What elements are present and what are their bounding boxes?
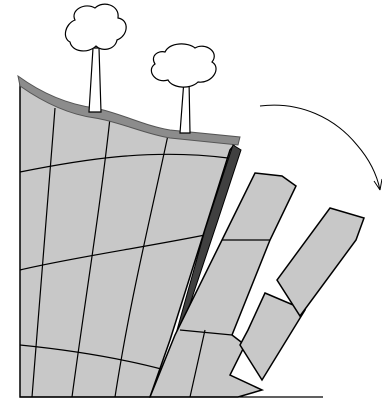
tree-crown: [65, 4, 126, 51]
tree-1: [65, 4, 126, 112]
tree-trunk: [180, 80, 190, 133]
tree-2: [151, 44, 216, 133]
toppled-block-3: [277, 208, 364, 316]
tree-crown: [151, 44, 216, 87]
tree-trunk: [89, 48, 101, 112]
